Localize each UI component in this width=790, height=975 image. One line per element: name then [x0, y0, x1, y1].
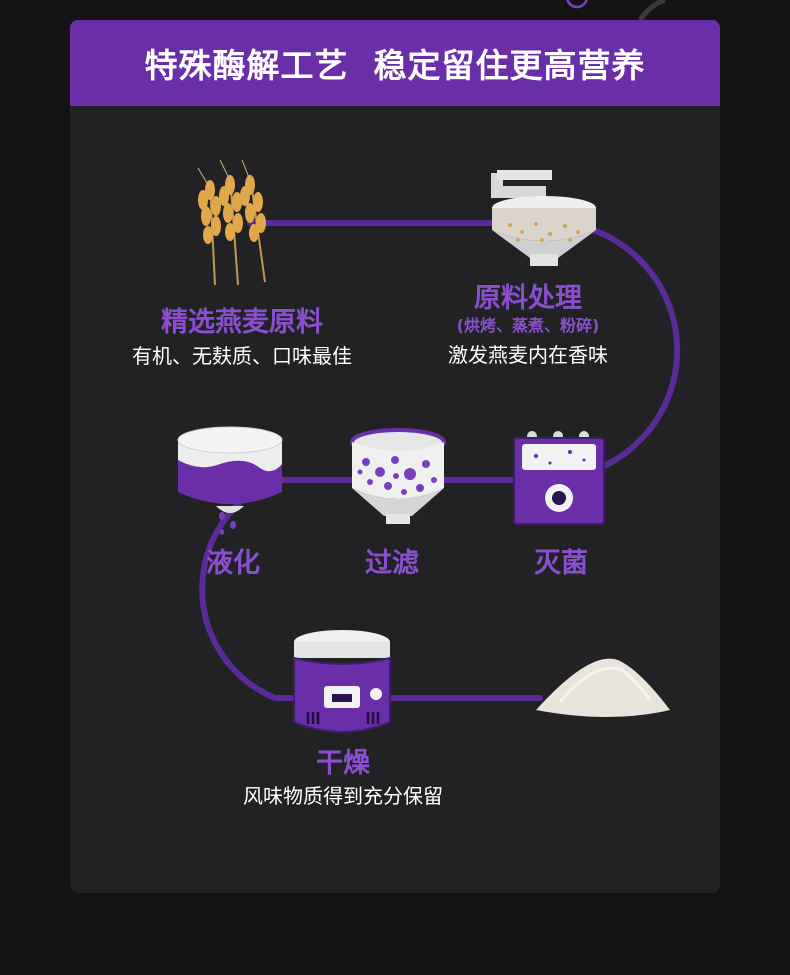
process-panel: 特殊酶解工艺 稳定留住更高营养: [70, 20, 720, 893]
wheat-icon: [198, 160, 266, 285]
decorative-glow: [640, 0, 665, 20]
step-process-desc: 激发燕麦内在香味: [448, 339, 608, 368]
oat-powder-icon: [536, 659, 670, 717]
brand-mark-icon: [567, 0, 587, 7]
step-process-note: (烘烤、蒸煮、粉碎): [457, 312, 600, 336]
step-dry-desc: 风味物质得到充分保留: [243, 780, 443, 809]
step-dry-title: 干燥: [316, 741, 370, 780]
step-raw-title: 精选燕麦原料: [161, 300, 323, 339]
filter-icon: [352, 430, 444, 524]
step-process-title: 原料处理: [474, 276, 582, 315]
dryer-machine-icon: [294, 630, 390, 732]
process-flow-diagram: [70, 20, 720, 893]
liquefaction-tank-icon: [178, 427, 282, 535]
top-decoration: [0, 0, 790, 20]
step-sterilize-title: 灭菌: [534, 541, 588, 580]
step-liquefy-title: 液化: [206, 541, 260, 580]
sterilizer-icon: [514, 431, 604, 524]
step-filter-title: 过滤: [365, 541, 419, 580]
step-raw-desc: 有机、无麸质、口味最佳: [132, 340, 352, 369]
hopper-machine-icon: [492, 170, 596, 266]
